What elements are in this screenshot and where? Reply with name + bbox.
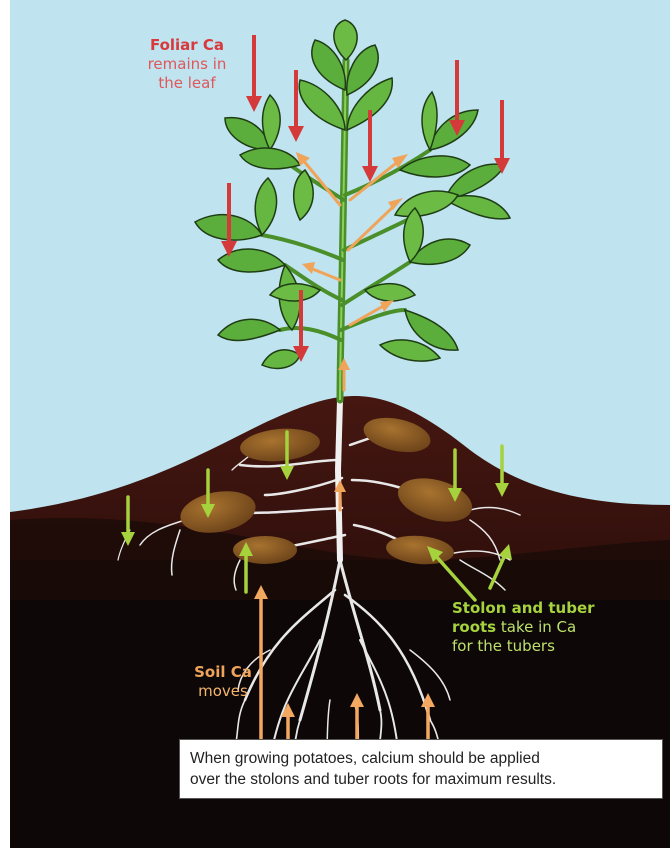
- soil-ca-label: Soil Ca moves: [168, 663, 278, 701]
- caption-line2: over the stolons and tuber roots for max…: [190, 769, 652, 790]
- foliar-line3: the leaf: [112, 74, 262, 93]
- foliar-line2: remains in: [112, 55, 262, 74]
- foliar-title: Foliar Ca: [112, 36, 262, 55]
- caption-box: When growing potatoes, calcium should be…: [179, 739, 663, 799]
- stolon-roots-label: Stolon and tuber roots take in Ca for th…: [452, 599, 642, 656]
- stolon-line2: roots take in Ca: [452, 618, 642, 637]
- stolon-line3: for the tubers: [452, 637, 642, 656]
- stolon-roots-word: roots: [452, 618, 496, 636]
- soil-line2: moves: [168, 682, 278, 701]
- foliar-ca-label: Foliar Ca remains in the leaf: [112, 36, 262, 93]
- stolon-take-in: take in Ca: [496, 618, 576, 636]
- underground-stem: [338, 400, 340, 560]
- soil-title: Soil Ca: [168, 663, 278, 682]
- stolon-title: Stolon and tuber: [452, 599, 642, 618]
- caption-line1: When growing potatoes, calcium should be…: [190, 748, 652, 769]
